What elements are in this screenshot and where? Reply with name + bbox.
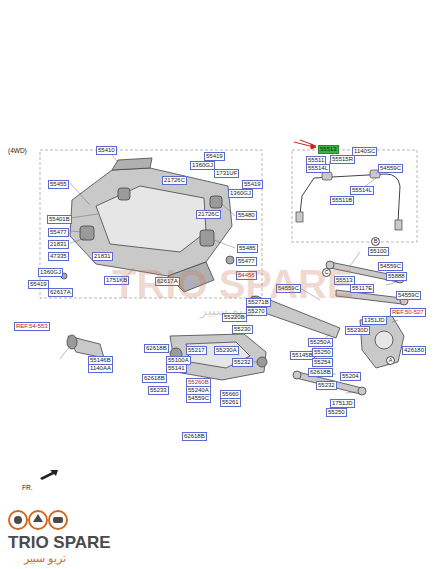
note-text: (4WD) bbox=[8, 147, 27, 154]
watermark: تريو سبير bbox=[200, 302, 255, 318]
callout-number: 1140AA bbox=[88, 364, 113, 373]
callout-number: 55455 bbox=[48, 180, 69, 189]
callout-number: 1351JD bbox=[362, 316, 387, 325]
callout-number: 55230D bbox=[345, 326, 370, 335]
view-letter: A bbox=[386, 356, 395, 365]
callout-number: 1751JD bbox=[330, 399, 355, 408]
callout-number: 55100 bbox=[368, 247, 389, 256]
callout-number: 55230A bbox=[214, 346, 239, 355]
callout-number: 55250 bbox=[312, 348, 333, 357]
callout-number: 55515R bbox=[330, 155, 355, 164]
callout-number: 55250A bbox=[308, 338, 333, 347]
callout-number: 55514L bbox=[350, 186, 374, 195]
callout-number: 62618B bbox=[182, 432, 207, 441]
logo-text: تريو سبير bbox=[24, 552, 66, 565]
callout-number: 55480 bbox=[236, 211, 257, 220]
callout-number: 21726C bbox=[196, 210, 221, 219]
view-letter: B bbox=[371, 237, 380, 246]
callout-number: 55232 bbox=[232, 358, 253, 367]
callout-number: 55410 bbox=[96, 146, 117, 155]
watermark: TRIO SPARE bbox=[112, 262, 354, 306]
callout-number: 47335 bbox=[48, 252, 69, 261]
callout-number: 1360GJ bbox=[38, 268, 63, 277]
callout-number: 62618B bbox=[142, 374, 167, 383]
callout-number: 1731UF bbox=[214, 169, 239, 178]
callout-number: 62618B bbox=[144, 344, 169, 353]
callout-number: 55217 bbox=[186, 346, 207, 355]
callout-number: 55230 bbox=[232, 325, 253, 334]
callout-number: 55477 bbox=[48, 228, 69, 237]
callout-number: 21831 bbox=[48, 240, 69, 249]
callout-number: 55419 bbox=[28, 280, 49, 289]
callout-number: 54559C bbox=[396, 291, 421, 300]
callout-number: 54559C bbox=[378, 164, 403, 173]
callout-number: 1140SC bbox=[352, 147, 377, 156]
callout-number: 62618B bbox=[308, 368, 333, 377]
callout-number: 55514L bbox=[306, 164, 330, 173]
reference-callout: REF.54-553 bbox=[14, 322, 50, 331]
callout-number: 55145B bbox=[290, 351, 315, 360]
callout-number: 426180 bbox=[402, 346, 426, 355]
reference-callout: REF.50-527 bbox=[390, 308, 426, 317]
callout-number: 55232 bbox=[316, 381, 337, 390]
callout-number: 55261 bbox=[220, 398, 241, 407]
logo-text: TRIO SPARE bbox=[8, 533, 111, 552]
callout-number: 62617A bbox=[48, 288, 73, 297]
callout-number: 55485 bbox=[237, 244, 258, 253]
callout-number: 55511B bbox=[330, 196, 354, 205]
callout-number: 1360GJ bbox=[228, 189, 253, 198]
callout-number: 21831 bbox=[92, 252, 113, 261]
callout-number: 55141 bbox=[166, 364, 187, 373]
callout-number: 55204 bbox=[340, 372, 361, 381]
callout-number: 55888 bbox=[386, 272, 407, 281]
callout-number: 55419 bbox=[242, 180, 263, 189]
callout-number: 21726C bbox=[162, 176, 187, 185]
callout-number: 54559C bbox=[378, 262, 403, 271]
callout-number: 55401B bbox=[47, 215, 72, 224]
highlighted-callout: 55513 bbox=[318, 145, 339, 154]
callout-number: 55254 bbox=[312, 358, 333, 367]
callout-number: 55419 bbox=[204, 152, 225, 161]
callout-number: 55250 bbox=[326, 408, 347, 417]
callout-number: 1360GJ bbox=[190, 161, 215, 170]
callout-number: 55233 bbox=[148, 386, 169, 395]
callout-number: 54559C bbox=[186, 394, 211, 403]
note-text: FR. bbox=[22, 484, 32, 491]
callout-number: 55117E bbox=[350, 284, 374, 293]
